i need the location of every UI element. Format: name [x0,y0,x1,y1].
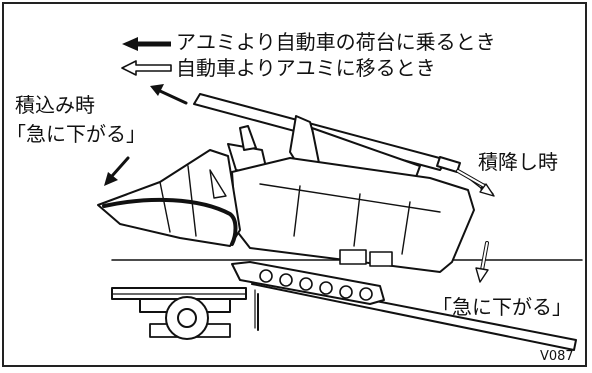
legend-line-1: アユミより自動車の荷台に乗るとき [176,30,496,54]
auger-out-arrow-icon [456,169,495,197]
truck [111,287,247,340]
front-down-arrow-icon [104,156,130,186]
unloading-title: 積降し時 [478,150,558,174]
rear-up-arrow-icon [150,84,188,105]
arrow-left-solid-icon [122,37,171,51]
legend-line-2: 自動車よりアユミに移るとき [176,56,436,80]
loading-note: 「急に下がる」 [6,122,146,146]
loading-title: 積込み時 [15,93,95,117]
combine-harvester [97,93,475,305]
figure-border [2,2,587,367]
arrow-left-hollow-icon [121,60,172,76]
rear-down-arrow-icon [475,241,489,283]
figure-code: V087 [540,349,574,364]
unloading-note: 「急に下がる」 [432,295,572,319]
